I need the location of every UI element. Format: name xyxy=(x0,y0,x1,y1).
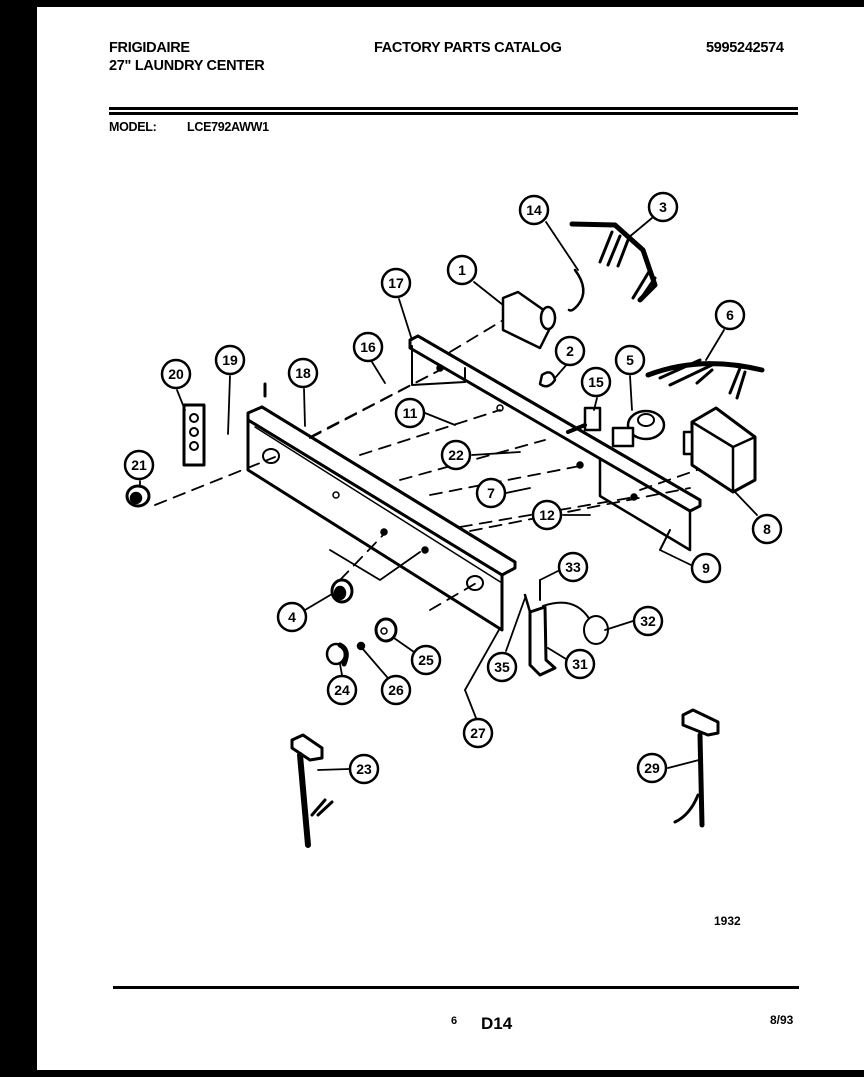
callout-4: 4 xyxy=(276,601,308,633)
callout-23: 23 xyxy=(348,753,380,785)
page-number: 6 xyxy=(451,1015,458,1027)
callout-3: 3 xyxy=(647,191,679,223)
part-31-bracket xyxy=(528,605,557,677)
svg-text:18: 18 xyxy=(295,365,311,381)
part-15-component xyxy=(583,406,602,432)
callout-5: 5 xyxy=(614,344,646,376)
scan-frame-top xyxy=(0,0,864,7)
callout-9: 9 xyxy=(690,552,722,584)
callout-7: 7 xyxy=(475,477,507,509)
part-23-harness xyxy=(290,733,334,848)
svg-text:9: 9 xyxy=(702,560,710,576)
callout-1: 1 xyxy=(446,254,478,286)
callout-35: 35 xyxy=(486,651,518,683)
svg-text:3: 3 xyxy=(659,199,667,215)
product-name: 27" LAUNDRY CENTER xyxy=(109,58,265,74)
part-14-wire xyxy=(567,268,585,312)
header-rule-bottom xyxy=(109,112,798,115)
revision-date: 8/93 xyxy=(770,1013,794,1027)
svg-text:20: 20 xyxy=(168,366,184,382)
rear-bracket-part xyxy=(408,334,702,552)
svg-text:32: 32 xyxy=(640,613,656,629)
section-code: D14 xyxy=(481,1014,513,1033)
svg-text:35: 35 xyxy=(494,659,510,675)
callout-14: 14 xyxy=(518,194,550,226)
callout-6: 6 xyxy=(714,299,746,331)
part-29-harness xyxy=(673,708,720,828)
callout-17: 17 xyxy=(380,267,412,299)
svg-text:25: 25 xyxy=(418,652,434,668)
callout-8: 8 xyxy=(751,513,783,545)
callout-labels: 1 2 3 4 5 6 7 8 9 11 12 14 15 16 17 18 1… xyxy=(123,191,783,785)
part-8-box xyxy=(682,406,757,494)
svg-text:23: 23 xyxy=(356,761,372,777)
part-32-clip xyxy=(583,615,609,645)
brand-name: FRIGIDAIRE xyxy=(109,40,190,56)
svg-text:27: 27 xyxy=(470,725,486,741)
callout-33: 33 xyxy=(557,551,589,583)
part-2-component xyxy=(538,371,557,388)
scan-frame-left xyxy=(0,0,37,1077)
svg-text:12: 12 xyxy=(539,507,555,523)
svg-text:5: 5 xyxy=(626,352,634,368)
part-3-harness xyxy=(569,221,658,303)
svg-text:29: 29 xyxy=(644,760,660,776)
part-25-washer xyxy=(374,617,398,643)
svg-text:4: 4 xyxy=(288,609,296,625)
svg-text:22: 22 xyxy=(448,447,464,463)
svg-text:24: 24 xyxy=(334,682,350,698)
figure-number: 1932 xyxy=(714,914,741,928)
callout-15: 15 xyxy=(580,366,612,398)
svg-text:17: 17 xyxy=(388,275,404,291)
catalog-title: FACTORY PARTS CATALOG xyxy=(374,40,562,56)
part-21-knob xyxy=(125,484,151,508)
part-4-knob xyxy=(330,578,354,604)
leader-lines xyxy=(139,217,758,771)
part-20-bracket xyxy=(182,403,206,467)
callout-20: 20 xyxy=(160,358,192,390)
callout-16: 16 xyxy=(352,331,384,363)
svg-text:2: 2 xyxy=(566,343,574,359)
callout-12: 12 xyxy=(531,499,563,531)
part-6-harness xyxy=(645,361,765,378)
catalog-number: 5995242574 xyxy=(706,40,784,56)
callout-2: 2 xyxy=(554,335,586,367)
control-panel-part xyxy=(246,382,517,632)
model-number: LCE792AWW1 xyxy=(187,120,269,134)
svg-text:26: 26 xyxy=(388,682,404,698)
svg-text:1: 1 xyxy=(458,262,466,278)
svg-text:31: 31 xyxy=(572,656,588,672)
callout-32: 32 xyxy=(632,605,664,637)
svg-text:6: 6 xyxy=(726,307,734,323)
model-label: MODEL: xyxy=(109,120,157,134)
footer-rule xyxy=(113,986,799,989)
header-rule-top xyxy=(109,107,798,110)
callout-18: 18 xyxy=(287,357,319,389)
svg-text:19: 19 xyxy=(222,352,238,368)
callout-11: 11 xyxy=(394,397,426,429)
part-1-switch xyxy=(501,290,557,350)
scan-frame-bottom xyxy=(0,1070,864,1077)
svg-text:21: 21 xyxy=(131,457,147,473)
svg-text:7: 7 xyxy=(487,485,495,501)
svg-text:33: 33 xyxy=(565,559,581,575)
callout-31: 31 xyxy=(564,648,596,680)
callout-24: 24 xyxy=(326,674,358,706)
svg-text:11: 11 xyxy=(403,405,418,421)
callout-26: 26 xyxy=(380,674,412,706)
callout-21: 21 xyxy=(123,449,155,481)
svg-text:15: 15 xyxy=(588,374,604,390)
callout-29: 29 xyxy=(636,752,668,784)
part-5-motor xyxy=(611,409,666,448)
svg-text:16: 16 xyxy=(360,339,376,355)
svg-text:14: 14 xyxy=(526,202,542,218)
callout-25: 25 xyxy=(410,644,442,676)
callout-22: 22 xyxy=(440,439,472,471)
svg-text:8: 8 xyxy=(763,521,771,537)
callout-19: 19 xyxy=(214,344,246,376)
callout-27: 27 xyxy=(462,717,494,749)
